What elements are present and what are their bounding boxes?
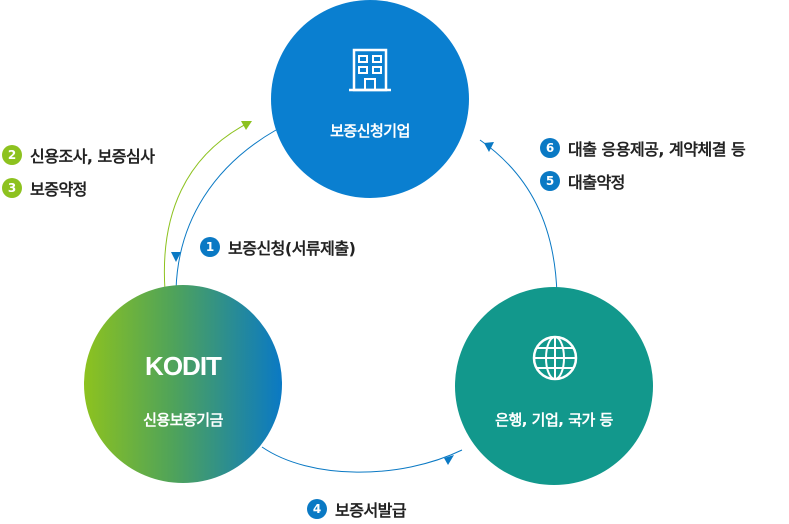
step-4-text: 보증서발급 [335, 501, 407, 520]
step-2-badge: 2 [2, 145, 22, 165]
node-applicant-label: 보증신청기업 [330, 122, 410, 140]
arrow-kodit-to-applicant [163, 121, 251, 291]
step-3-badge: 3 [2, 178, 22, 198]
step-1-badge: 1 [200, 237, 220, 257]
arrowhead-blue-2 [444, 455, 454, 465]
step-2-text: 신용조사, 보증심사 [30, 147, 155, 166]
node-kodit: KODIT 신용보증기금 [84, 285, 282, 483]
arrow-lender-to-applicant [479, 139, 558, 296]
node-lender-label: 은행, 기업, 국가 등 [495, 411, 613, 429]
node-kodit-label: 신용보증기금 [143, 411, 223, 429]
building-icon [349, 48, 391, 92]
step-4: 4 보증서발급 [307, 497, 407, 521]
globe-icon [532, 335, 578, 381]
step-3-text: 보증약정 [30, 180, 87, 199]
arrow-applicant-to-kodit [175, 129, 277, 291]
step-6-badge: 6 [540, 138, 560, 158]
step-1: 1 보증신청(서류제출) [200, 235, 356, 259]
step-6: 6 대출 응용제공, 계약체결 등 [540, 136, 746, 160]
node-applicant: 보증신청기업 [271, 0, 469, 198]
node-lender: 은행, 기업, 국가 등 [455, 287, 653, 485]
arrow-kodit-to-lender [261, 446, 463, 473]
arrowhead-blue-1 [171, 252, 181, 262]
step-2: 2 신용조사, 보증심사 [2, 143, 155, 167]
step-5-badge: 5 [540, 171, 560, 191]
step-1-text: 보증신청(서류제출) [228, 239, 356, 258]
arrowhead-blue-3 [484, 142, 494, 152]
step-6-text: 대출 응용제공, 계약체결 등 [568, 140, 746, 159]
step-5-text: 대출약정 [568, 173, 625, 192]
step-3: 3 보증약정 [2, 176, 87, 200]
kodit-logo: KODIT [145, 351, 222, 381]
step-4-badge: 4 [307, 499, 327, 519]
step-5: 5 대출약정 [540, 169, 625, 193]
arrowhead-green [241, 121, 252, 130]
